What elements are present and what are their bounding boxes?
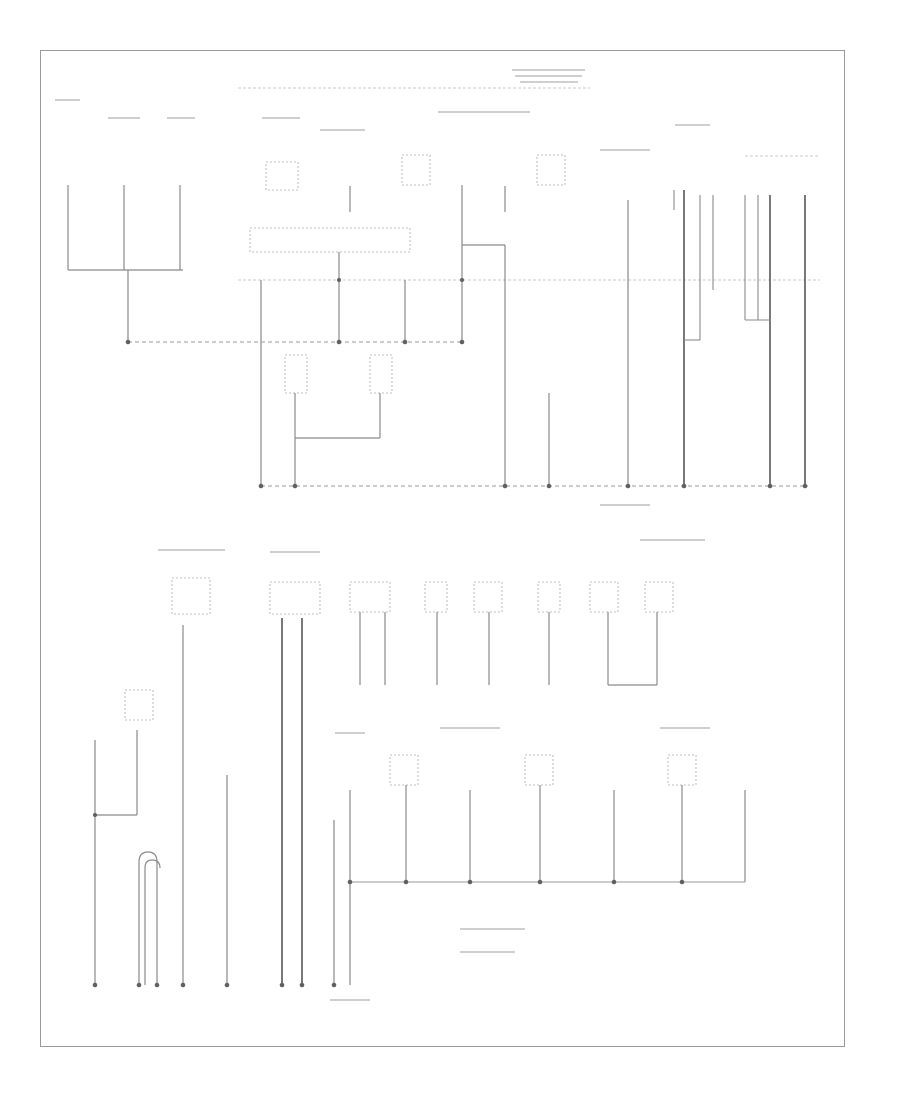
right-cluster-thin — [673, 190, 770, 341]
splice-dot — [337, 278, 341, 282]
center-thick-wires — [281, 618, 303, 985]
component-box — [536, 154, 566, 186]
right-cluster-wires — [683, 190, 806, 486]
splice-dot — [180, 982, 186, 988]
splice-dot — [546, 483, 552, 489]
splice-dot — [331, 982, 337, 988]
diagram-frame — [40, 50, 845, 1047]
lower-center-wires — [333, 612, 746, 985]
splice-dot — [93, 813, 97, 817]
splice-dot — [625, 483, 631, 489]
splice-dot — [336, 339, 342, 345]
component-box — [389, 754, 419, 786]
component-box — [424, 581, 448, 613]
splice-dot — [258, 483, 264, 489]
splice-dot — [502, 483, 508, 489]
component-box — [124, 689, 154, 721]
splice-dot — [92, 982, 98, 988]
splice-dot — [611, 879, 617, 885]
splice-dot — [681, 483, 687, 489]
splice-dot — [403, 879, 409, 885]
upper-left-wires — [67, 185, 183, 342]
upper-drops — [338, 185, 506, 486]
splice-dot — [154, 982, 160, 988]
label-marks — [55, 69, 710, 1001]
splice-dot — [537, 879, 543, 885]
splice-dot — [467, 879, 473, 885]
component-box — [269, 581, 321, 615]
component-box — [284, 354, 308, 394]
splice-dot — [460, 278, 464, 282]
splice-dot — [299, 982, 305, 988]
component-box — [401, 154, 431, 186]
component-box — [249, 227, 411, 253]
component-box — [369, 354, 393, 394]
component-box — [171, 577, 211, 615]
component-box — [537, 581, 561, 613]
splice-dot — [279, 982, 285, 988]
splice-dot — [224, 982, 230, 988]
splice-dot — [136, 982, 142, 988]
component-box — [265, 161, 299, 191]
component-box — [644, 581, 674, 613]
splice-dot — [679, 879, 685, 885]
splice-dot — [802, 483, 808, 489]
splice-dot — [125, 339, 131, 345]
splice-dot — [767, 483, 773, 489]
component-box — [589, 581, 619, 613]
component-boxes-lower — [124, 577, 697, 786]
splice-dot — [459, 339, 465, 345]
component-box — [349, 581, 391, 613]
component-boxes-upper — [249, 154, 566, 394]
splice-dot — [347, 879, 353, 885]
mid-bus-wires — [260, 200, 629, 486]
splice-points — [92, 278, 808, 988]
splice-dot — [402, 339, 408, 345]
splice-dot — [292, 483, 298, 489]
lower-left-wires — [94, 625, 228, 985]
component-box — [524, 754, 554, 786]
component-box — [473, 581, 503, 613]
component-box — [667, 754, 697, 786]
